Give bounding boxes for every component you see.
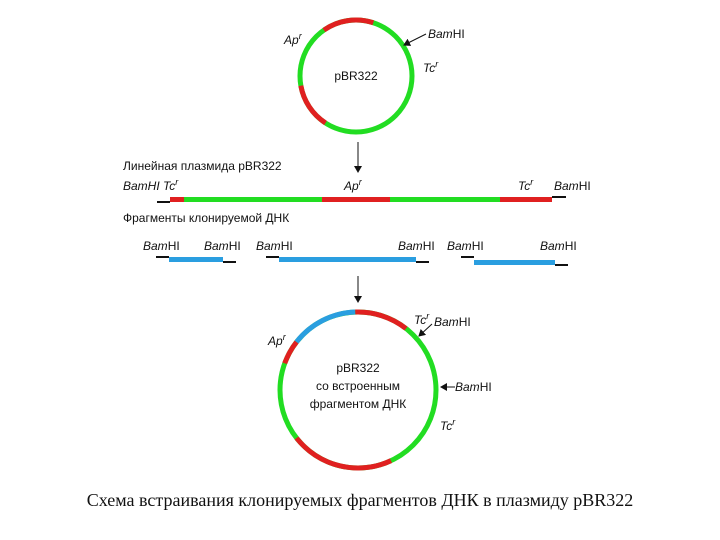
linear-tc-label: Tcr	[518, 177, 534, 193]
figure-caption: Схема встраивания клонируемых фрагментов…	[86, 490, 634, 510]
bottom-plasmid-text-line-2: со встроенным	[316, 379, 400, 393]
linear-tc-left	[170, 197, 184, 202]
top-plasmid-ap-gene	[298, 85, 327, 126]
top-plasmid-name: pBR322	[334, 69, 378, 83]
bottom-plasmid-insert	[294, 309, 356, 344]
top-plasmid-bamhi-arrow	[403, 33, 427, 46]
top-plasmid-tc-label: Tcr	[423, 59, 439, 75]
bottom-plasmid-tc-bottom	[355, 309, 408, 331]
bottom-plasmid-text-line-1: pBR322	[336, 361, 380, 375]
linear-ap-gene	[322, 197, 390, 202]
linear-right-label: BamHI	[554, 179, 591, 193]
top-plasmid: pBR322 Apr BamHI Tcr	[283, 17, 465, 135]
top-plasmid-ap-label: Apr	[283, 31, 303, 47]
bottom-plasmid-bamhi-top-arrow	[418, 323, 433, 337]
fragment-2	[279, 257, 416, 262]
top-plasmid-tc-gene	[322, 17, 375, 33]
fragment-label: BamHI	[204, 239, 241, 253]
fragment-1	[169, 257, 223, 262]
bottom-plasmid-tc-top	[282, 340, 299, 365]
fragment-label: BamHI	[540, 239, 577, 253]
bottom-plasmid-ap-gene	[294, 436, 393, 471]
bottom-plasmid-bamhi-top-label: BamHI	[434, 315, 471, 329]
bottom-plasmid-tc-bottom-label: Tcr	[440, 417, 456, 433]
bottom-plasmid-text-line-3: фрагментом ДНК	[310, 397, 407, 411]
linear-tc-right	[500, 197, 552, 202]
fragment-label: BamHI	[256, 239, 293, 253]
bottom-plasmid-tc-top-label: Tcr	[414, 311, 430, 327]
linear-plasmid: Линейная плазмида pBR322 BamHI Tcr Apr T…	[123, 159, 591, 203]
bottom-plasmid-ap-label: Apr	[267, 332, 287, 348]
bottom-plasmid: pBR322 со встроенным фрагментом ДНК Apr …	[267, 309, 492, 471]
linear-vector-segment-2	[390, 197, 500, 202]
fragments: Фрагменты клонируемой ДНК BamHI BamHI Ba…	[123, 211, 577, 266]
fragment-label: BamHI	[143, 239, 180, 253]
fragment-label: BamHI	[398, 239, 435, 253]
linear-title: Линейная плазмида pBR322	[123, 159, 282, 173]
top-plasmid-bamhi-label: BamHI	[428, 27, 465, 41]
linear-left-label: BamHI Tcr	[123, 177, 179, 193]
fragment-3	[474, 260, 555, 265]
linear-vector-segment-1	[184, 197, 322, 202]
bottom-plasmid-bamhi-right-label: BamHI	[455, 380, 492, 394]
fragments-title: Фрагменты клонируемой ДНК	[123, 211, 289, 225]
fragment-label: BamHI	[447, 239, 484, 253]
linear-ap-label: Apr	[343, 177, 363, 193]
